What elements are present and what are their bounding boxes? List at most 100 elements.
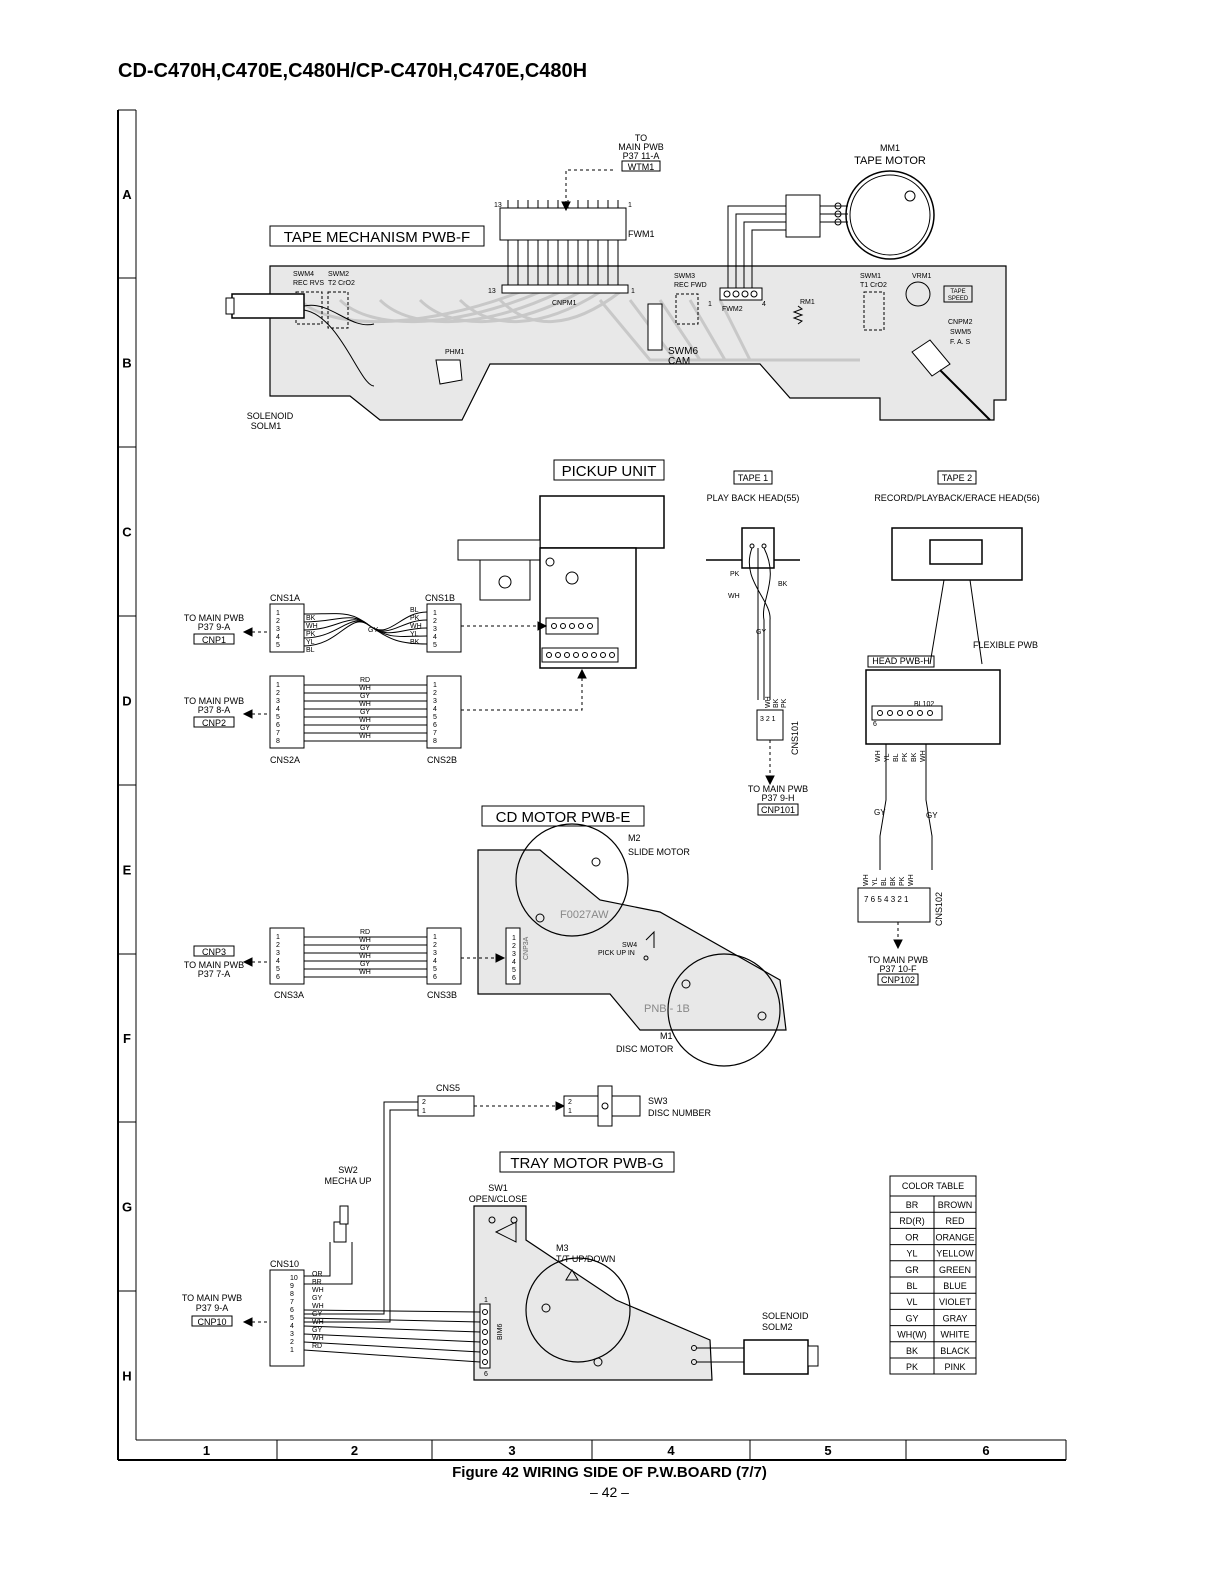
cns1b-pin: 3: [433, 626, 437, 633]
cnp1-arrow: [242, 627, 253, 637]
pickup-pin: [560, 623, 566, 629]
wire-color-GY: GY: [312, 1295, 322, 1302]
wire-color-RD: RD: [360, 929, 370, 936]
motor-terminal: [834, 202, 842, 210]
cns10-wire: [303, 1309, 481, 1313]
wire-color-WH: WH: [312, 1335, 324, 1342]
page-title: CD-C470H,C470E,C480H/CP-C470H,C470E,C480…: [118, 60, 588, 82]
wire-color-PK: PK: [902, 752, 909, 762]
wire-color-BL: BL: [306, 647, 315, 654]
wire-color-BR: BR: [312, 1279, 322, 1286]
cnp3a-label: CNP3A: [523, 936, 530, 960]
motor-wire: [751, 229, 786, 290]
sw1-contact: [488, 1216, 496, 1224]
phm1-sensor: [435, 359, 463, 385]
wire-color-WH: WH: [312, 1287, 324, 1294]
cns2-to-pickup: [461, 670, 583, 711]
mecha-up-label: MECHA UP: [324, 1176, 371, 1186]
cnpm1-pin1: 1: [631, 288, 635, 295]
bim6-connector: [479, 1303, 491, 1369]
cns2-arrow: [577, 668, 587, 679]
p37-7a: P37 7-A: [198, 969, 231, 979]
cns3a-pin: 4: [276, 958, 280, 965]
cns2b-pin: 3: [433, 698, 437, 705]
wire-color-WH: WH: [920, 750, 927, 762]
motor-terminal: [834, 218, 842, 226]
wire-color-BL: BL: [881, 877, 888, 886]
cns10-wire: [303, 1317, 481, 1323]
cnp3-label: CNP3: [202, 947, 226, 957]
wire-color-BK: BK: [773, 698, 780, 708]
color-code: VL: [906, 1297, 917, 1307]
slide-motor-screw: [591, 857, 601, 867]
cns2b-pin: 8: [433, 738, 437, 745]
p37-8a: P37 8-A: [198, 705, 231, 715]
cns1-wire: [303, 619, 428, 634]
motor-wire: [743, 221, 786, 290]
pickup-title: PICKUP UNIT: [562, 463, 657, 480]
bi102-label: BI 102: [914, 701, 934, 708]
main-pwb-label: MAIN PWB: [618, 142, 664, 152]
cns1-wire: [303, 617, 428, 632]
to-main-pwb: TO MAIN PWB: [748, 784, 808, 794]
head-pwb-box: [867, 655, 935, 668]
fwm2-pin: [741, 290, 749, 298]
bim6-pin: [482, 1359, 488, 1365]
to-label: TO: [635, 133, 647, 143]
vrm1-label: VRM1: [912, 273, 932, 280]
cnp102-label: CNP102: [881, 975, 915, 985]
row-label-F: F: [123, 1031, 131, 1046]
cnp102-box: [877, 973, 919, 986]
fwm2-pin: [723, 290, 731, 298]
wire-color-BK: BK: [911, 752, 918, 762]
fas-label: F. A. S: [950, 339, 971, 346]
tray-board: [473, 1205, 713, 1381]
cns3a-pin: 6: [276, 974, 280, 981]
cnp3-box: [193, 945, 235, 957]
wtm1-label: WTM1: [628, 162, 655, 172]
wire-color-WH: WH: [863, 874, 870, 886]
board-trace: [298, 290, 521, 323]
cns102-box: [857, 887, 931, 923]
bi102-pin: [917, 710, 923, 716]
cnp101-box: [757, 803, 799, 816]
flex-pwb-line: [969, 579, 983, 665]
cns1a-pin: 1: [276, 610, 280, 617]
p37-9a: P37 9-A: [196, 1303, 229, 1313]
wire-color-WH: WH: [359, 701, 371, 708]
sw3-body: [597, 1085, 613, 1127]
solenoid-wire: [303, 304, 375, 326]
cns2b-label: CNS2B: [427, 755, 457, 765]
cns2a-pin: 5: [276, 714, 280, 721]
motor-wire: [727, 205, 786, 290]
board-trace: [458, 290, 601, 324]
swm3-label: SWM3: [674, 273, 695, 280]
swm5-label: SWM5: [950, 329, 971, 336]
pb-head-label: PLAY BACK HEAD(55): [707, 493, 800, 503]
cns1a-pin: 4: [276, 634, 280, 641]
tape1-wire: [762, 547, 771, 700]
swm2-label: SWM2: [328, 271, 349, 278]
wire-color-BK: BK: [890, 876, 897, 886]
solenoid-label: SOLENOID: [762, 1311, 809, 1321]
wtm1-box: [621, 160, 661, 172]
wire-color-YL: YL: [306, 639, 315, 646]
cd-motor-title-box: [481, 805, 645, 827]
cns10-pin: 4: [290, 1323, 294, 1330]
sw3-label: SW3: [648, 1096, 668, 1106]
swm6-label: SWM6: [668, 346, 698, 357]
cns1a-pin: 3: [276, 626, 280, 633]
sw1-label: SW1: [488, 1183, 508, 1193]
cns1b-label: CNS1B: [425, 593, 455, 603]
cns10-wire: [303, 1349, 481, 1363]
cns5-label: CNS5: [436, 1083, 460, 1093]
rec-fwd-label: REC FWD: [674, 282, 707, 289]
color-code: RD(R): [899, 1216, 925, 1226]
to-main-pwb: TO MAIN PWB: [182, 1293, 242, 1303]
cns10-box: [269, 1269, 305, 1367]
color-name: VIOLET: [939, 1297, 972, 1307]
bi102-pin: [907, 710, 913, 716]
sw2-label: SW2: [338, 1165, 358, 1175]
cns10-wire: [303, 1325, 481, 1333]
